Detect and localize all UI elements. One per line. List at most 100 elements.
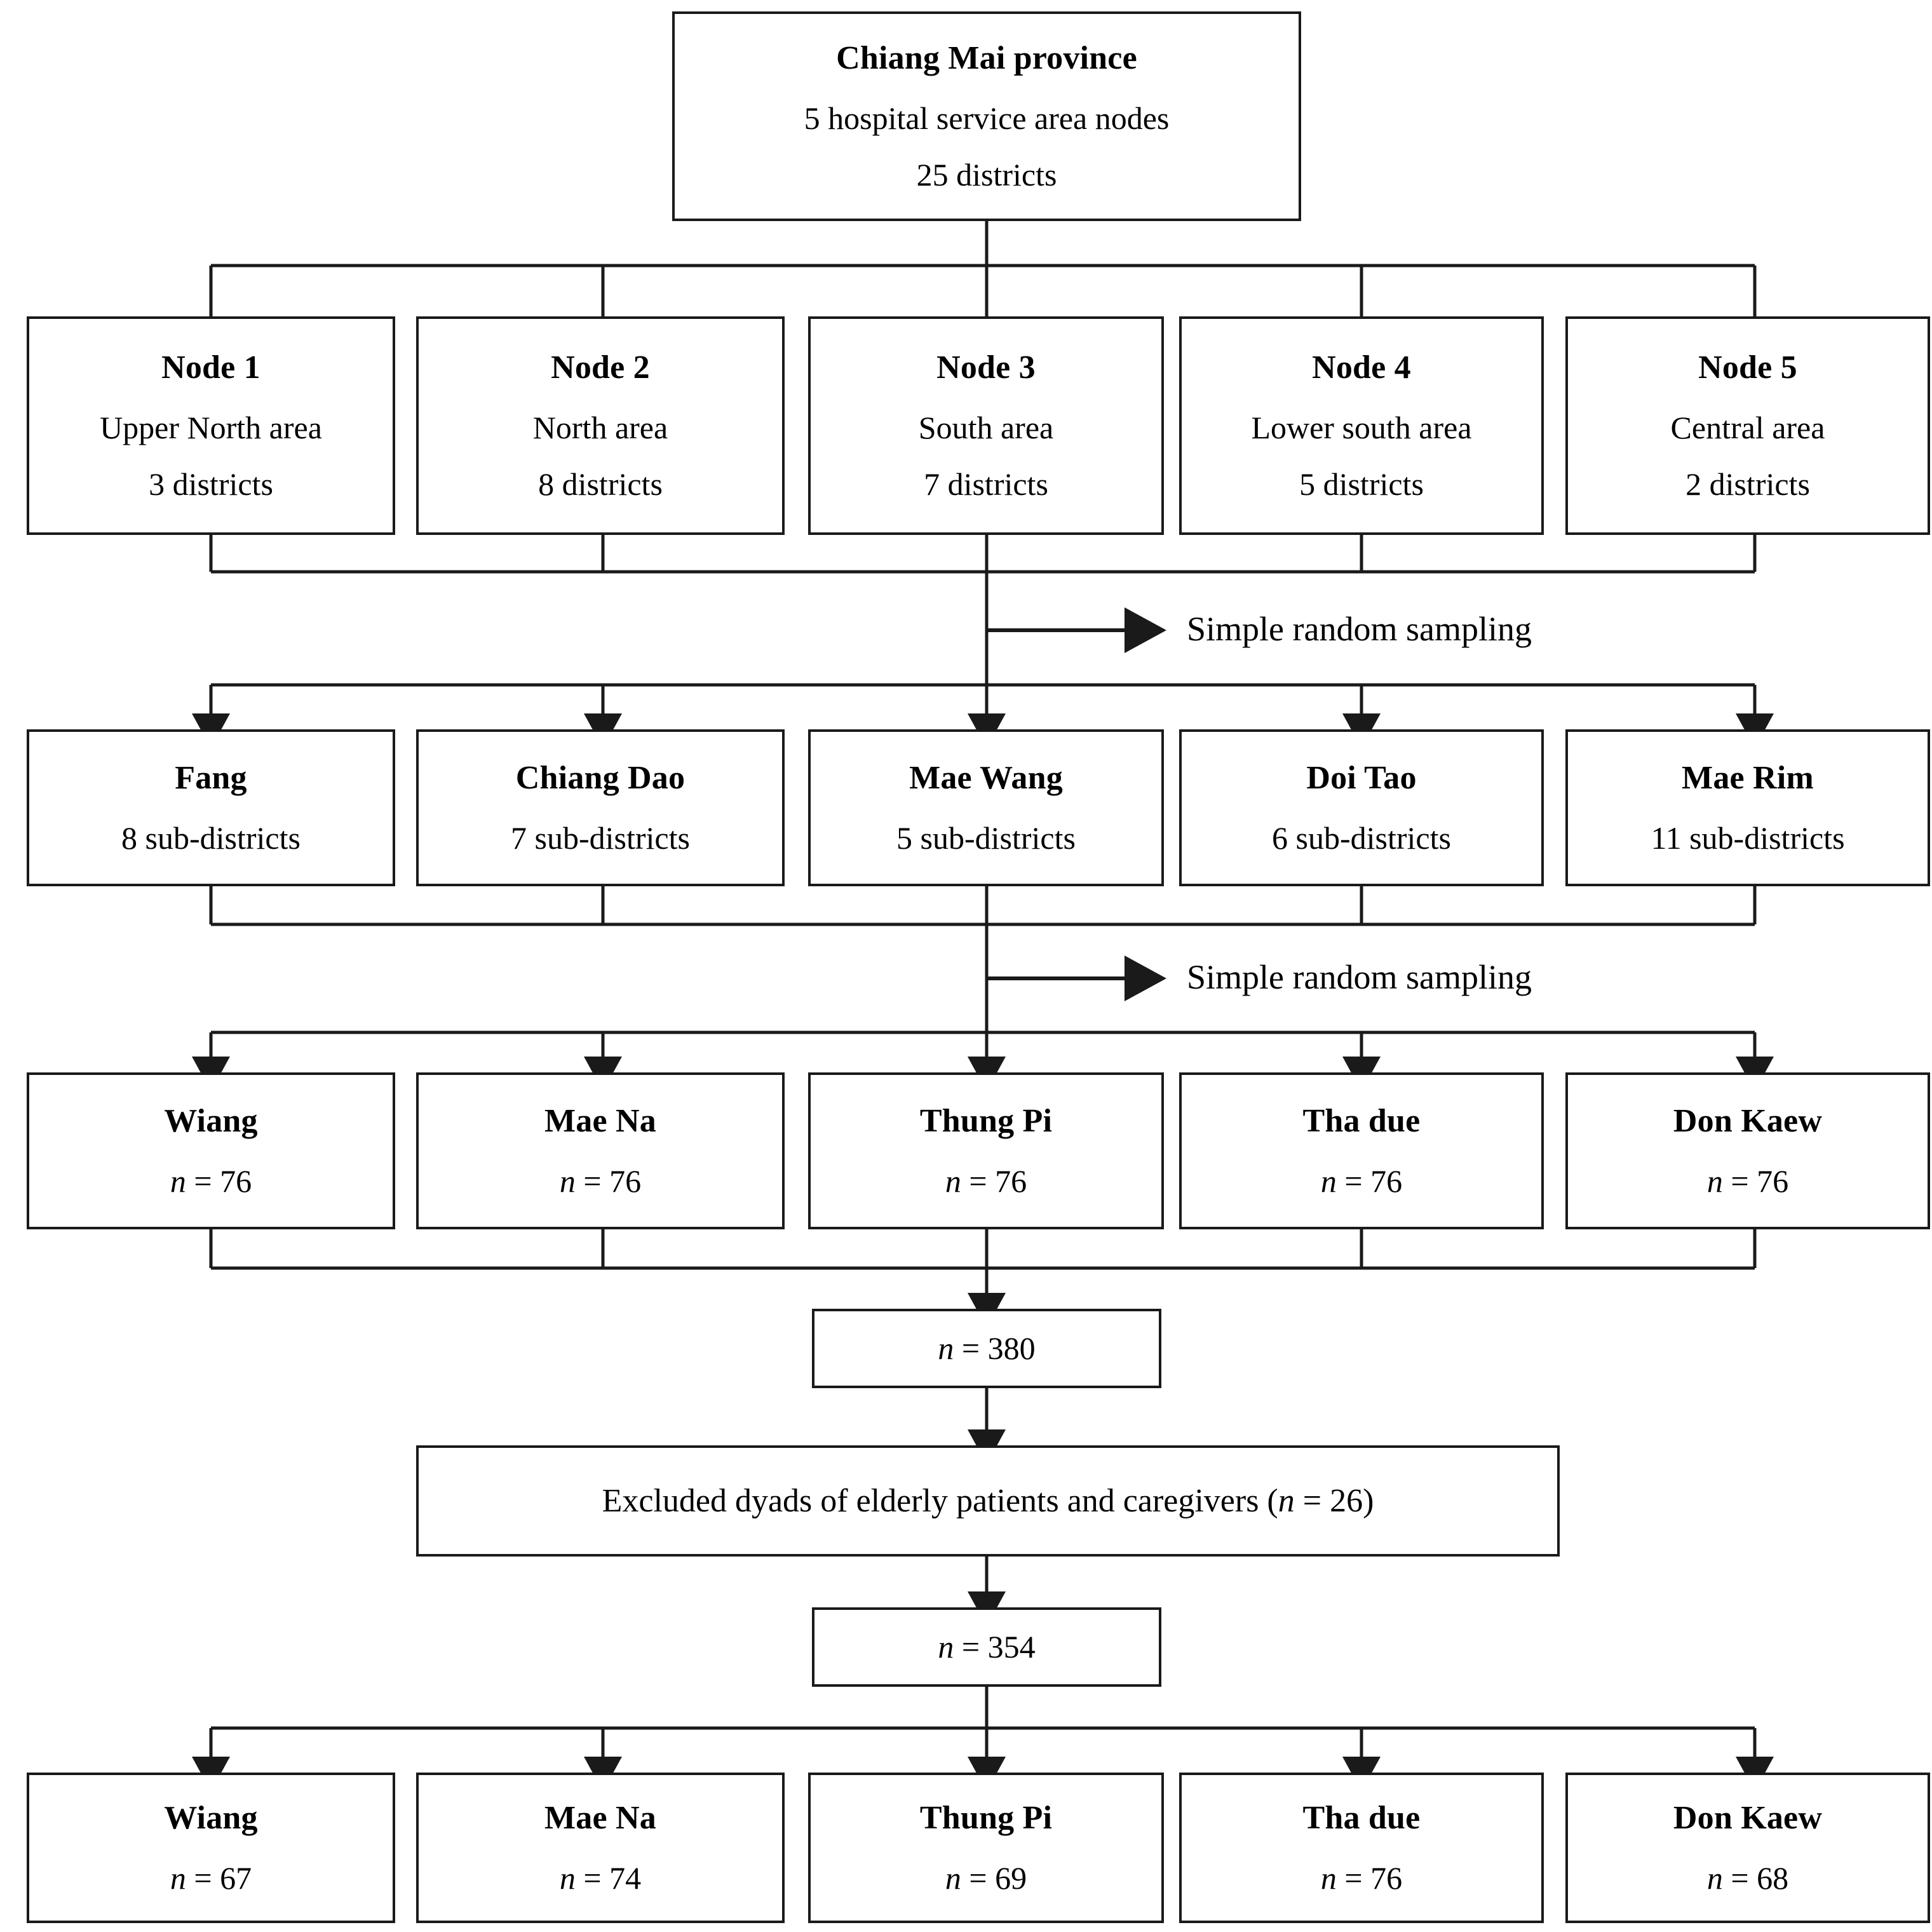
district-3-subdistricts: 5 sub-districts bbox=[896, 820, 1076, 856]
district-1-subdistricts: 8 sub-districts bbox=[121, 820, 301, 856]
node-1-area: Upper North area bbox=[100, 409, 322, 445]
final-4-n: n = 76 bbox=[1182, 1860, 1541, 1897]
n-symbol: n bbox=[1320, 1860, 1337, 1896]
n-value: 69 bbox=[995, 1860, 1027, 1896]
n-value: 68 bbox=[1757, 1860, 1789, 1896]
final-box-1[interactable]: Wiang n = 67 bbox=[27, 1773, 395, 1923]
root-title: Chiang Mai province bbox=[836, 40, 1137, 77]
final-box-4[interactable]: Tha due n = 76 bbox=[1179, 1773, 1544, 1923]
total-after-box[interactable]: n = 354 bbox=[812, 1607, 1161, 1687]
subdistrict-1-title: Wiang bbox=[164, 1103, 258, 1140]
final-box-2[interactable]: Mae Na n = 74 bbox=[416, 1773, 785, 1923]
total-before-box[interactable]: n = 380 bbox=[812, 1309, 1161, 1388]
n-symbol: n bbox=[945, 1860, 961, 1896]
district-box-4[interactable]: Doi Tao 6 sub-districts bbox=[1179, 729, 1544, 886]
n-equals: = bbox=[1336, 1860, 1371, 1896]
node-box-2[interactable]: Node 2 North area 8 districts bbox=[416, 316, 785, 535]
subdistrict-3-title: Thung Pi bbox=[919, 1103, 1053, 1140]
subdistrict-box-4[interactable]: Tha due n = 76 bbox=[1179, 1072, 1544, 1229]
n-symbol: n bbox=[170, 1163, 186, 1199]
excluded-text: Excluded dyads of elderly patients and c… bbox=[402, 1482, 1574, 1520]
n-equals: = bbox=[575, 1860, 610, 1896]
final-box-5[interactable]: Don Kaew n = 68 bbox=[1565, 1773, 1930, 1923]
final-box-3[interactable]: Thung Pi n = 69 bbox=[808, 1773, 1164, 1923]
subdistrict-2-title: Mae Na bbox=[544, 1103, 656, 1140]
n-symbol: n bbox=[559, 1163, 576, 1199]
node-box-5[interactable]: Node 5 Central area 2 districts bbox=[1565, 316, 1930, 535]
district-5-subdistricts: 11 sub-districts bbox=[1651, 820, 1845, 856]
final-4-title: Tha due bbox=[1302, 1800, 1421, 1837]
final-2-n: n = 74 bbox=[419, 1860, 782, 1897]
district-1-title: Fang bbox=[175, 760, 247, 797]
n-value: 354 bbox=[987, 1629, 1036, 1665]
district-3-title: Mae Wang bbox=[909, 760, 1063, 797]
district-4-subdistricts: 6 sub-districts bbox=[1272, 820, 1451, 856]
node-5-area: Central area bbox=[1670, 409, 1825, 445]
district-box-3[interactable]: Mae Wang 5 sub-districts bbox=[808, 729, 1164, 886]
final-2-title: Mae Na bbox=[544, 1800, 656, 1837]
subdistrict-5-title: Don Kaew bbox=[1673, 1103, 1823, 1140]
subdistrict-box-1[interactable]: Wiang n = 76 bbox=[27, 1072, 395, 1229]
subdistrict-box-3[interactable]: Thung Pi n = 76 bbox=[808, 1072, 1164, 1229]
node-1-title: Node 1 bbox=[161, 349, 260, 386]
district-box-2[interactable]: Chiang Dao 7 sub-districts bbox=[416, 729, 785, 886]
subdistrict-2-n: n = 76 bbox=[419, 1163, 782, 1200]
n-value: 76 bbox=[995, 1163, 1027, 1199]
subdistrict-5-n: n = 76 bbox=[1568, 1163, 1928, 1200]
node-1-districts: 3 districts bbox=[149, 466, 273, 502]
n-equals: = bbox=[1336, 1163, 1371, 1199]
root-line2: 5 hospital service area nodes bbox=[804, 100, 1170, 136]
node-box-1[interactable]: Node 1 Upper North area 3 districts bbox=[27, 316, 395, 535]
n-equals: = bbox=[186, 1163, 220, 1199]
final-3-n: n = 69 bbox=[811, 1860, 1161, 1897]
node-3-title: Node 3 bbox=[936, 349, 1036, 386]
n-symbol: n bbox=[1320, 1163, 1337, 1199]
node-box-4[interactable]: Node 4 Lower south area 5 districts bbox=[1179, 316, 1544, 535]
district-box-5[interactable]: Mae Rim 11 sub-districts bbox=[1565, 729, 1930, 886]
n-value: 76 bbox=[1757, 1163, 1789, 1199]
n-symbol: n bbox=[938, 1330, 954, 1366]
node-5-title: Node 5 bbox=[1698, 349, 1797, 386]
n-equals: = bbox=[1722, 1860, 1757, 1896]
subdistrict-box-2[interactable]: Mae Na n = 76 bbox=[416, 1072, 785, 1229]
n-equals: = bbox=[186, 1860, 220, 1896]
root-box[interactable]: Chiang Mai province 5 hospital service a… bbox=[672, 11, 1301, 221]
subdistrict-box-5[interactable]: Don Kaew n = 76 bbox=[1565, 1072, 1930, 1229]
n-symbol: n bbox=[938, 1629, 954, 1665]
total-after-n: n = 354 bbox=[814, 1628, 1159, 1666]
node-4-title: Node 4 bbox=[1312, 349, 1411, 386]
district-2-subdistricts: 7 sub-districts bbox=[511, 820, 690, 856]
n-symbol: n bbox=[945, 1163, 961, 1199]
subdistrict-1-n: n = 76 bbox=[29, 1163, 393, 1200]
n-value: 74 bbox=[609, 1860, 642, 1896]
sampling-label-2: Simple random sampling bbox=[1187, 958, 1532, 996]
node-2-area: North area bbox=[532, 409, 668, 445]
node-box-3[interactable]: Node 3 South area 7 districts bbox=[808, 316, 1164, 535]
n-value: 26 bbox=[1330, 1482, 1363, 1519]
n-equals: = bbox=[575, 1163, 610, 1199]
node-2-title: Node 2 bbox=[551, 349, 650, 386]
final-5-n: n = 68 bbox=[1568, 1860, 1928, 1897]
n-value: 76 bbox=[1370, 1860, 1403, 1896]
total-before-n: n = 380 bbox=[814, 1330, 1159, 1367]
district-box-1[interactable]: Fang 8 sub-districts bbox=[27, 729, 395, 886]
n-value: 76 bbox=[609, 1163, 642, 1199]
n-symbol: n bbox=[170, 1860, 186, 1896]
excluded-text-before: Excluded dyads of elderly patients and c… bbox=[602, 1482, 1278, 1519]
n-symbol: n bbox=[1278, 1482, 1295, 1519]
excluded-text-after: ) bbox=[1363, 1482, 1374, 1519]
n-equals: = bbox=[954, 1629, 988, 1665]
n-equals: = bbox=[961, 1163, 996, 1199]
root-line3: 25 districts bbox=[916, 156, 1057, 193]
subdistrict-4-n: n = 76 bbox=[1182, 1163, 1541, 1200]
node-3-area: South area bbox=[918, 409, 1054, 445]
n-equals: = bbox=[961, 1860, 996, 1896]
district-5-title: Mae Rim bbox=[1682, 760, 1814, 797]
n-symbol: n bbox=[1706, 1860, 1723, 1896]
node-3-districts: 7 districts bbox=[924, 466, 1048, 502]
n-value: 76 bbox=[1370, 1163, 1403, 1199]
n-value: 380 bbox=[987, 1330, 1036, 1366]
excluded-box[interactable]: Excluded dyads of elderly patients and c… bbox=[416, 1445, 1560, 1557]
final-1-n: n = 67 bbox=[29, 1860, 393, 1897]
